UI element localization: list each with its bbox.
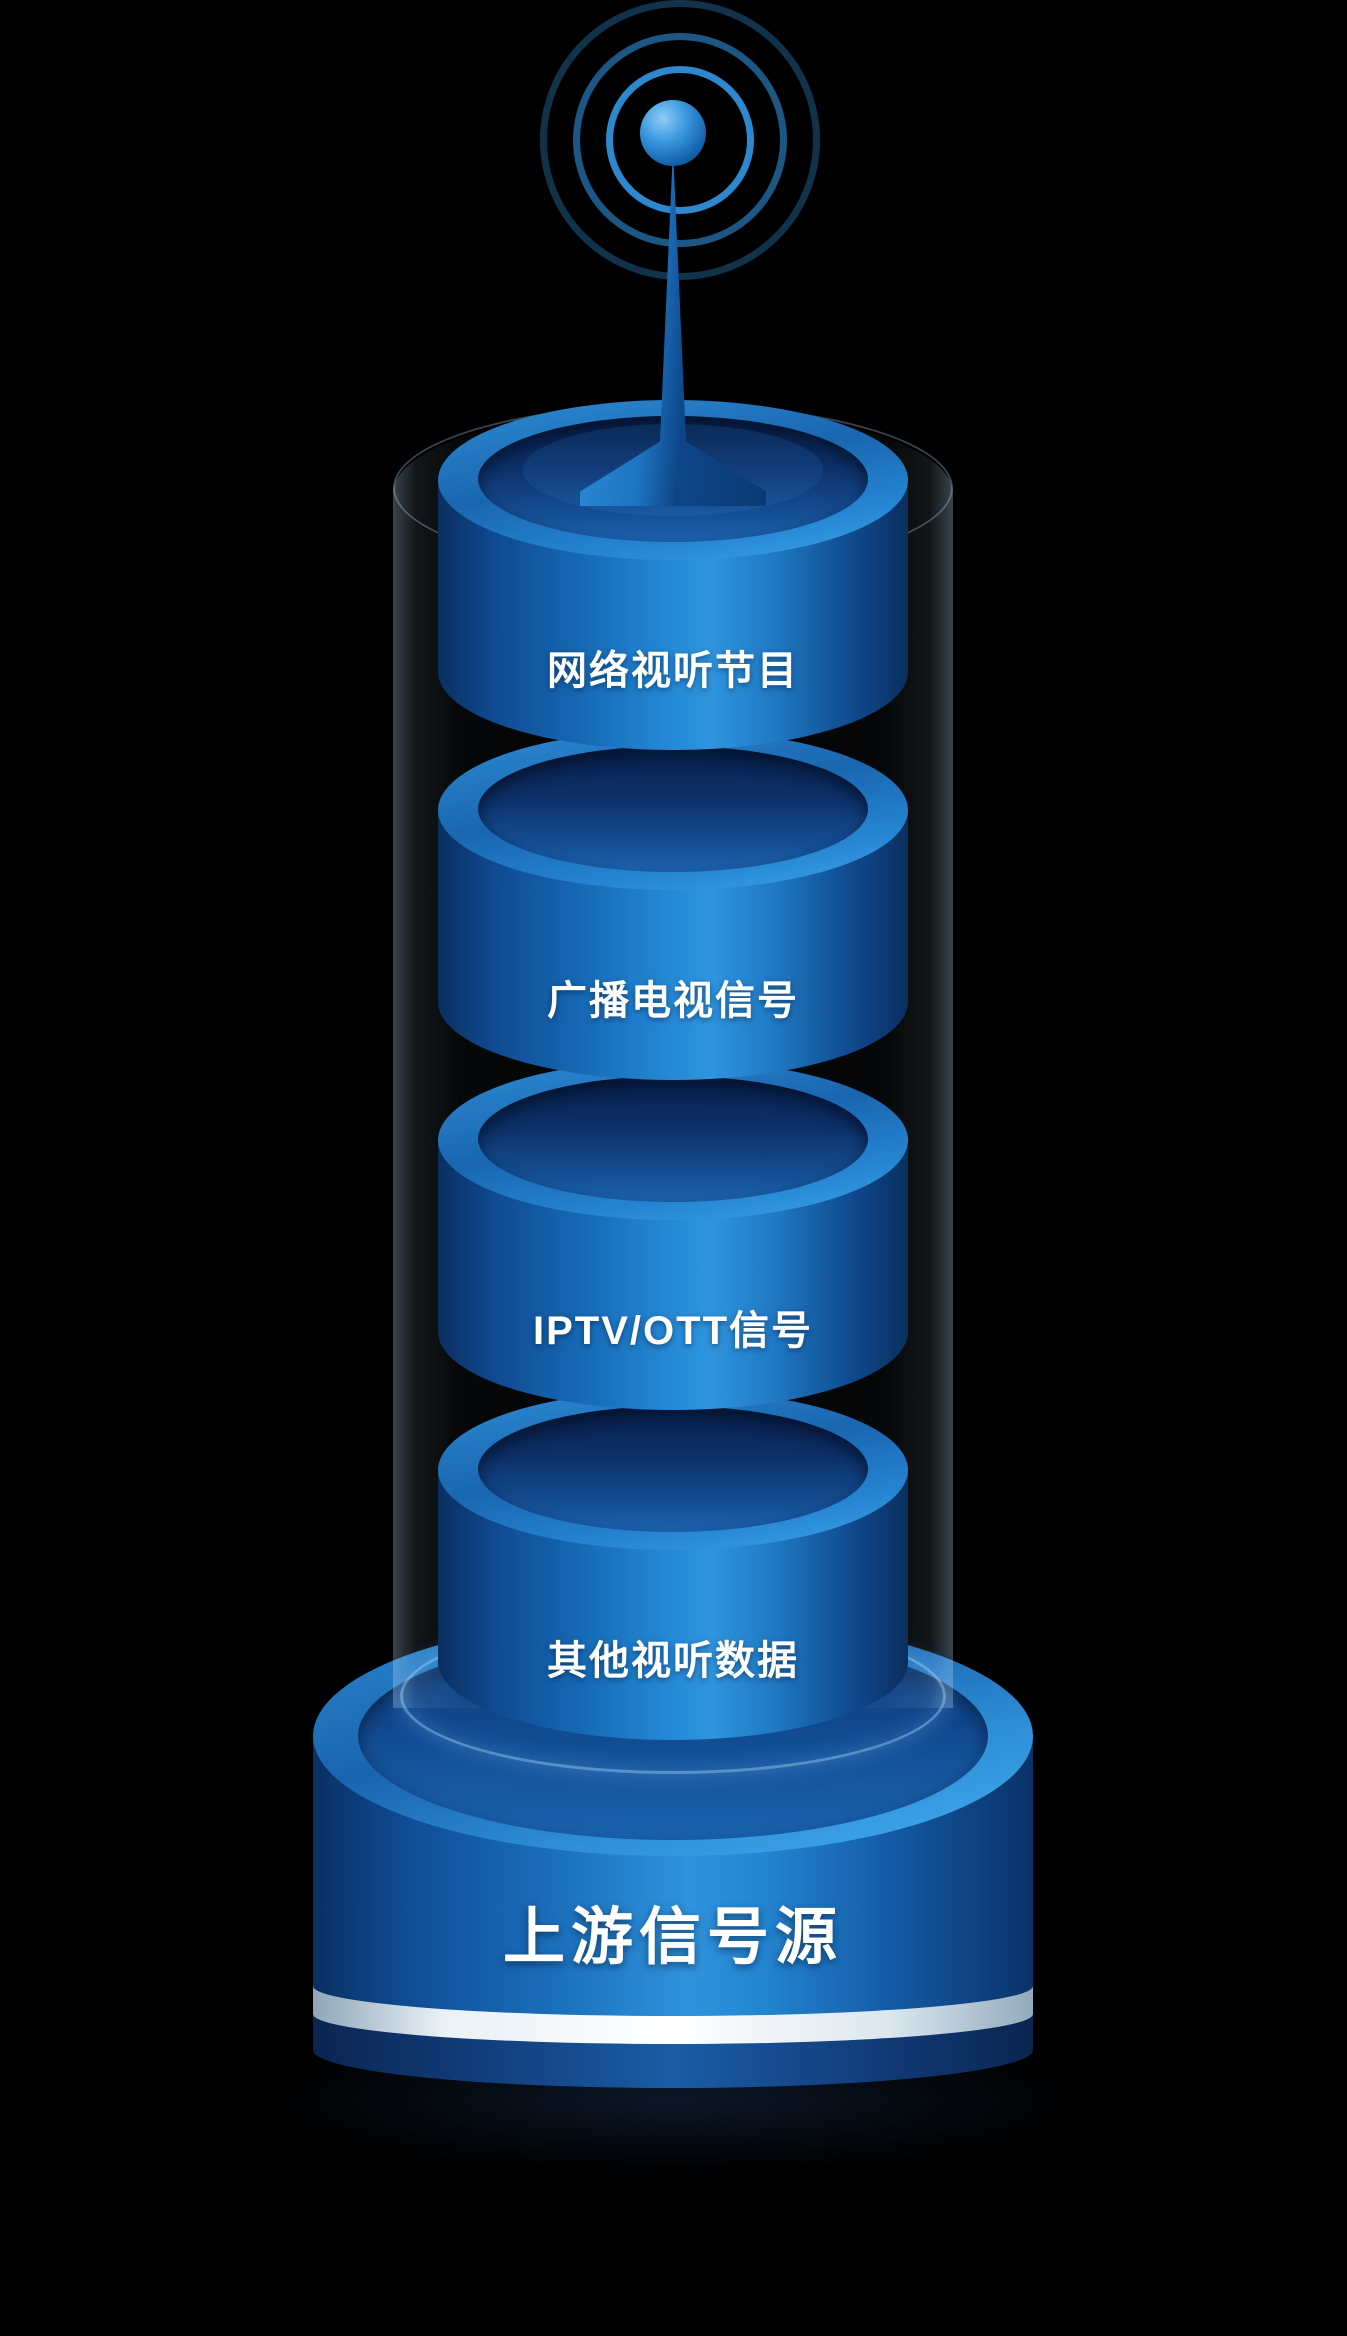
- segment-label: IPTV/OTT信号: [533, 1309, 813, 1353]
- signal-ring-inner-icon: [606, 66, 754, 214]
- cylinder-top-hole: [478, 1076, 868, 1202]
- signal-ring-middle-icon: [573, 33, 787, 247]
- cylinder-segment-iptv-ott: IPTV/OTT信号: [438, 1060, 908, 1410]
- segment-label: 广播电视信号: [547, 979, 799, 1023]
- segment-label: 网络视听节目: [547, 649, 799, 693]
- cylinder-segment-other-data: 其他视听数据: [438, 1390, 908, 1740]
- cylinder-top-hole: [478, 1406, 868, 1532]
- signal-ring-outer-icon: [540, 0, 820, 280]
- segment-label: 其他视听数据: [547, 1639, 799, 1683]
- cylinder-segment-broadcast-tv: 广播电视信号: [438, 730, 908, 1080]
- base-label: 上游信号源: [502, 1903, 843, 1972]
- cylinder-segment-network-programs: 网络视听节目: [438, 400, 908, 750]
- antenna-ball-icon: [640, 100, 706, 166]
- cylinder-top-hole: [478, 746, 868, 872]
